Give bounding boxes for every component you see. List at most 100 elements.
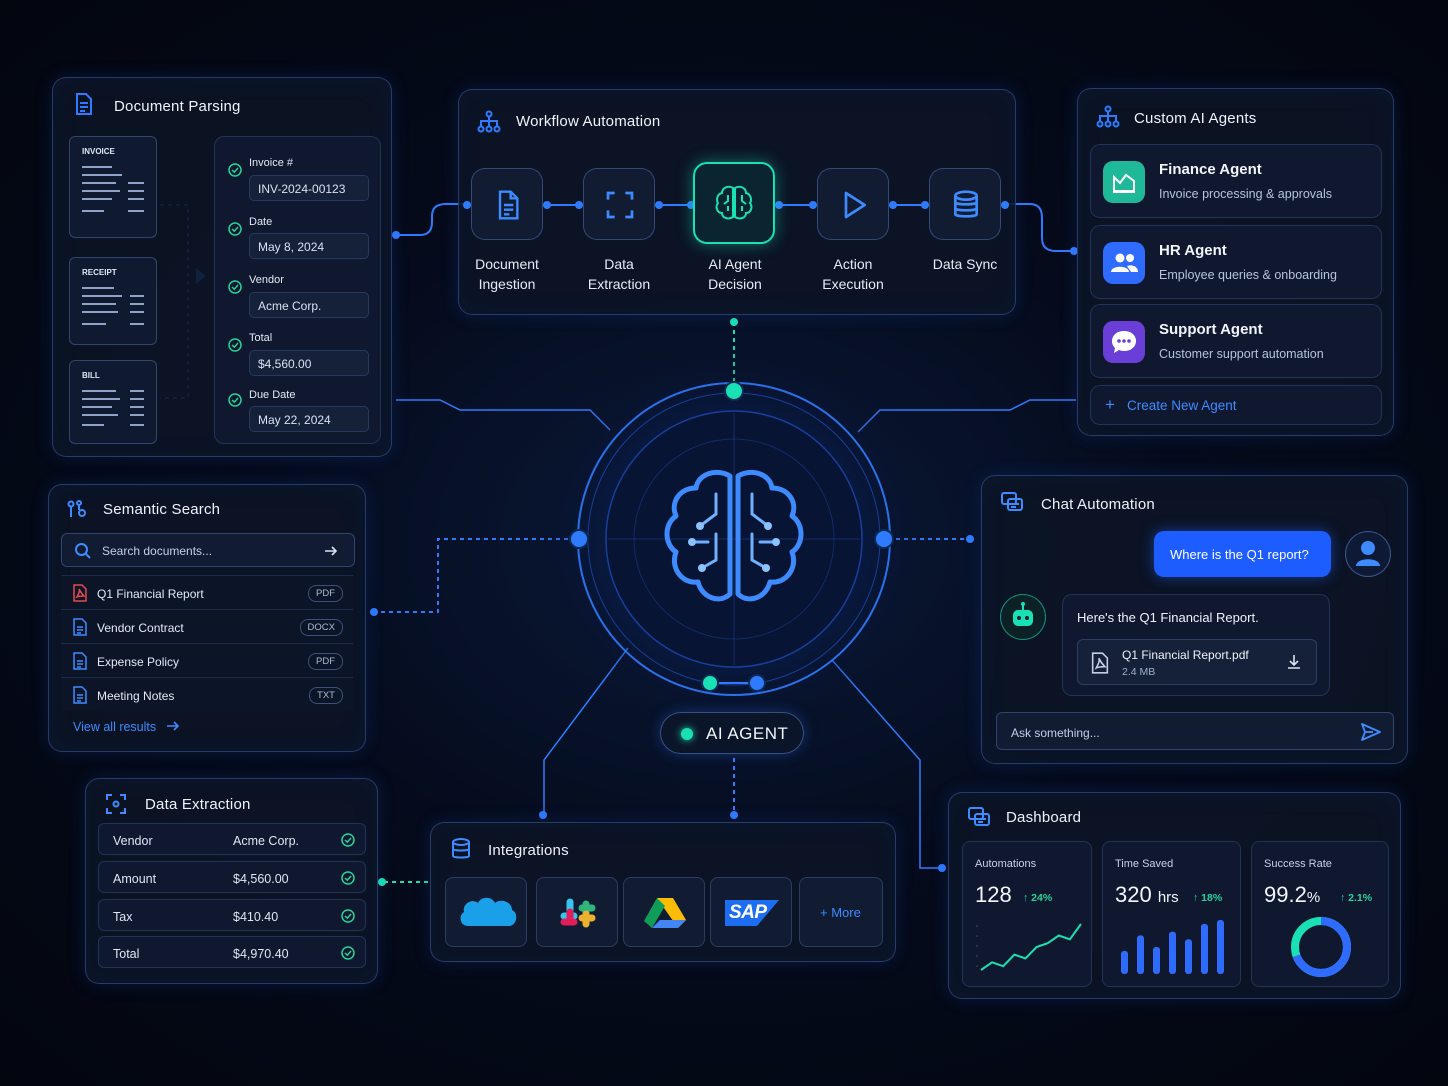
- time-saved-bar-chart: [1121, 920, 1224, 974]
- stat-time-saved: Time Saved 320 hrs ↑ 18%: [1102, 841, 1241, 987]
- receipt-thumbnail[interactable]: RECEIPT: [69, 257, 157, 345]
- extraction-row: Tax$410.40: [98, 899, 366, 931]
- send-icon[interactable]: [1361, 723, 1381, 741]
- check-icon: [228, 338, 242, 352]
- pdf-file-icon: [73, 584, 87, 602]
- workflow-step-action[interactable]: [817, 168, 889, 240]
- agent-name: Support Agent: [1159, 321, 1263, 338]
- trend-line: [980, 923, 1082, 971]
- bill-thumbnail[interactable]: BILL: [69, 360, 157, 444]
- success-rate-donut: [1291, 917, 1351, 977]
- view-all-link[interactable]: View all results: [73, 720, 180, 734]
- document-parsing-panel: Document Parsing INVOICE RECEIPT BILL In…: [52, 77, 392, 457]
- invoice-thumbnail[interactable]: INVOICE: [69, 136, 157, 238]
- salesforce-logo[interactable]: [445, 877, 527, 947]
- bot-avatar: [1000, 594, 1046, 640]
- field-label: Invoice #: [249, 157, 294, 169]
- search-result-row[interactable]: Vendor Contract DOCX: [61, 609, 353, 643]
- arrow-right-icon[interactable]: [324, 544, 338, 558]
- trend-line-chart: [976, 923, 1082, 971]
- sap-text: SAP: [729, 902, 767, 923]
- workflow-step-ingestion[interactable]: [471, 168, 543, 240]
- check-icon: [341, 833, 355, 847]
- dashboard-panel: Dashboard Automations 128 ↑ 24% Time Sav…: [948, 792, 1401, 999]
- file-name: Q1 Financial Report.pdf: [1122, 648, 1249, 662]
- google-drive-logo[interactable]: [623, 877, 705, 947]
- grid-dot: [976, 925, 978, 927]
- search-nodes-icon: [67, 500, 86, 517]
- ai-agent-label: AI AGENT: [660, 712, 804, 754]
- field-value: May 8, 2024: [249, 233, 369, 259]
- panel-title: Workflow Automation: [516, 113, 661, 130]
- document-icon: [498, 190, 519, 220]
- brain-icon: [715, 185, 753, 220]
- agent-name: HR Agent: [1159, 242, 1227, 259]
- search-result-row[interactable]: Meeting Notes TXT: [61, 677, 353, 711]
- workflow-step-extraction[interactable]: [583, 168, 655, 240]
- grid-dot: [976, 965, 978, 967]
- stat-label: Automations: [975, 858, 1037, 870]
- file-type-badge: DOCX: [299, 619, 343, 636]
- document-file-icon: [73, 618, 87, 636]
- workflow-icon: [477, 110, 501, 133]
- agent-description: Invoice processing & approvals: [1159, 187, 1333, 201]
- users-icon: [1103, 242, 1145, 284]
- panel-title: Document Parsing: [114, 98, 241, 115]
- panel-title: Integrations: [488, 842, 569, 859]
- panel-title: Semantic Search: [103, 501, 221, 518]
- agent-card-finance[interactable]: Finance Agent Invoice processing & appro…: [1090, 144, 1382, 218]
- search-result-row[interactable]: Expense Policy PDF: [61, 643, 353, 677]
- text-lines-icon: [82, 390, 144, 426]
- download-icon[interactable]: [1286, 654, 1302, 670]
- doc-type-label: RECEIPT: [82, 268, 117, 277]
- sap-logo[interactable]: SAP: [710, 877, 792, 947]
- custom-agents-panel: Custom AI Agents Finance Agent Invoice p…: [1077, 88, 1394, 436]
- agent-card-hr[interactable]: HR Agent Employee queries & onboarding: [1090, 225, 1382, 299]
- workflow-step-decision[interactable]: [693, 162, 775, 244]
- user-icon: [1356, 541, 1380, 566]
- stat-delta: ↑ 18%: [1193, 892, 1223, 904]
- file-attachment[interactable]: Q1 Financial Report.pdf 2.4 MB: [1077, 639, 1317, 685]
- create-agent-button[interactable]: + Create New Agent: [1090, 385, 1382, 425]
- workflow-step-sync[interactable]: [929, 168, 1001, 240]
- bot-message-bubble: Here's the Q1 Financial Report. Q1 Finan…: [1062, 594, 1330, 696]
- check-icon: [341, 871, 355, 885]
- chat-window-icon: [968, 807, 990, 826]
- doc-type-label: BILL: [82, 371, 100, 380]
- field-label: Total: [249, 332, 273, 344]
- slack-logo[interactable]: [536, 877, 618, 947]
- search-input[interactable]: Search documents...: [61, 533, 355, 567]
- semantic-search-panel: Semantic Search Search documents... Q1 F…: [48, 484, 366, 752]
- chat-input[interactable]: Ask something...: [996, 712, 1394, 750]
- user-avatar: [1345, 531, 1391, 577]
- file-type-badge: PDF: [308, 585, 343, 602]
- check-icon: [228, 393, 242, 407]
- stat-delta: ↑ 2.1%: [1340, 892, 1373, 904]
- search-icon: [75, 543, 91, 559]
- bar: [1121, 950, 1128, 974]
- create-agent-label: Create New Agent: [1127, 398, 1237, 413]
- check-icon: [341, 909, 355, 923]
- integrations-panel: Integrations SAP + More: [430, 822, 896, 962]
- search-result-row[interactable]: Q1 Financial Report PDF: [61, 575, 353, 609]
- more-integrations-button[interactable]: + More: [799, 877, 883, 947]
- grid-dot: [976, 935, 978, 937]
- agent-card-support[interactable]: Support Agent Customer support automatio…: [1090, 304, 1382, 378]
- database-icon: [954, 190, 978, 218]
- chat-window-icon: [1001, 492, 1023, 511]
- field-value: May 22, 2024: [249, 406, 369, 432]
- grid-dot: [976, 945, 978, 947]
- scan-icon: [606, 191, 634, 219]
- chat-automation-panel: Chat Automation Where is the Q1 report? …: [981, 475, 1408, 764]
- field-label: Date: [249, 216, 273, 228]
- panel-title: Data Extraction: [145, 796, 251, 813]
- document-icon: [76, 93, 92, 115]
- workflow-step-label: Data Sync: [932, 256, 998, 272]
- doc-type-label: INVOICE: [82, 147, 115, 156]
- bar: [1201, 923, 1208, 974]
